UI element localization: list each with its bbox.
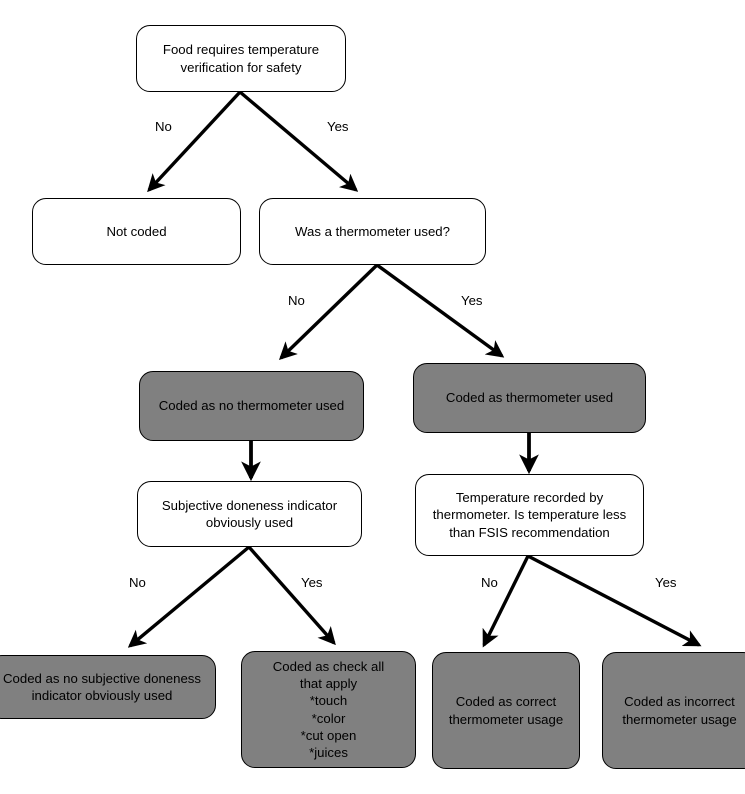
edge-label-root-yes: Yes: [327, 119, 349, 134]
edge-label-temperature-yes: Yes: [655, 575, 677, 590]
node-subjective-doneness[interactable]: Subjective doneness indicator obviously …: [137, 481, 362, 547]
edge-label-thermometer-yes: Yes: [461, 293, 483, 308]
edge-label-temperature-no: No: [481, 575, 498, 590]
node-coded-no-thermometer[interactable]: Coded as no thermometer used: [139, 371, 364, 441]
edge-thermometer-yes: [375, 263, 505, 358]
edge-label-subjective-no: No: [129, 575, 146, 590]
node-coded-no-subjective-label: Coded as no subjective doneness indicato…: [3, 670, 201, 703]
node-temperature-recorded-label: Temperature recorded by thermometer. Is …: [432, 490, 627, 540]
edge-temperature-no: [482, 555, 530, 648]
edge-label-thermometer-no: No: [288, 293, 305, 308]
node-root[interactable]: Food requires temperature verification f…: [136, 25, 346, 92]
node-coded-no-thermometer-label: Coded as no thermometer used: [158, 398, 345, 414]
node-not-coded-label: Not coded: [106, 223, 167, 239]
node-thermometer-used[interactable]: Was a thermometer used?: [259, 198, 486, 265]
edge-label-subjective-yes: Yes: [301, 575, 323, 590]
edge-label-root-no: No: [155, 119, 172, 134]
edge-root-yes: [238, 90, 359, 192]
edge-subjective-no: [127, 545, 251, 648]
node-coded-correct-usage[interactable]: Coded as correct thermometer usage: [432, 652, 580, 769]
node-coded-check-all-label: Coded as check all that apply *touch *co…: [272, 659, 385, 760]
node-coded-thermometer-used-label: Coded as thermometer used: [445, 390, 614, 406]
node-coded-correct-usage-label: Coded as correct thermometer usage: [448, 694, 564, 727]
node-coded-no-subjective[interactable]: Coded as no subjective doneness indicato…: [0, 655, 216, 719]
node-thermometer-used-label: Was a thermometer used?: [295, 223, 450, 239]
edge-temperature-yes: [527, 554, 702, 647]
node-coded-thermometer-used[interactable]: Coded as thermometer used: [413, 363, 646, 433]
node-subjective-doneness-label: Subjective doneness indicator obviously …: [161, 497, 338, 530]
edge-root-no: [147, 90, 242, 193]
node-coded-incorrect-usage-label: Coded as incorrect thermometer usage: [622, 694, 737, 727]
node-coded-incorrect-usage[interactable]: Coded as incorrect thermometer usage: [602, 652, 745, 769]
node-coded-check-all[interactable]: Coded as check all that apply *touch *co…: [241, 651, 416, 768]
node-temperature-recorded[interactable]: Temperature recorded by thermometer. Is …: [415, 474, 644, 556]
edge-subjective-yes: [247, 545, 336, 646]
node-not-coded[interactable]: Not coded: [32, 198, 241, 265]
node-root-label: Food requires temperature verification f…: [162, 42, 320, 75]
edge-thermometer-no: [278, 263, 379, 360]
